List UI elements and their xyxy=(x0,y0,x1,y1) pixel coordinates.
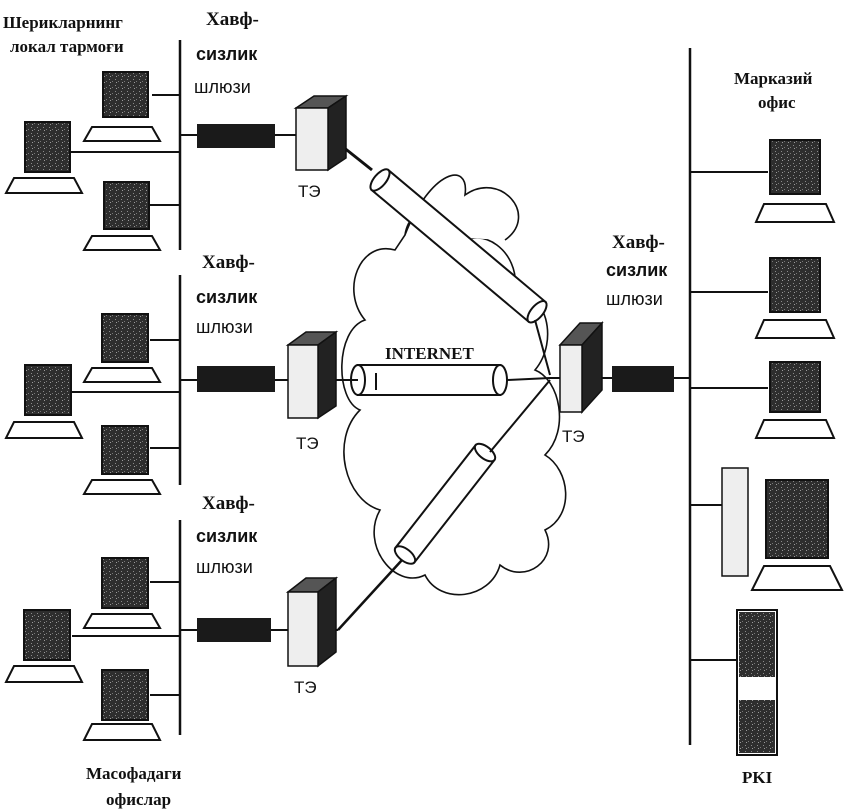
central-office-label-line1: Марказий xyxy=(734,69,813,88)
computer xyxy=(84,558,180,628)
computer xyxy=(690,258,834,338)
partners-lan-label: Шерикларнинг локал тармоғи xyxy=(3,13,124,56)
gateway-central-label: Хавф- сизлик шлюзи xyxy=(606,232,668,309)
gateway-central-label-line3: шлюзи xyxy=(606,289,663,309)
gateway-middle-label: Хавф- сизлик шлюзи xyxy=(196,252,258,337)
server-workstation xyxy=(690,468,842,590)
gateway-bottom-label-line2: сизлик xyxy=(196,526,258,546)
partners-lan-label-line1: Шерикларнинг xyxy=(3,13,123,32)
computer xyxy=(84,182,180,250)
gateway-central-label-line2: сизлик xyxy=(606,260,668,280)
firewall-central-label: ТЭ xyxy=(562,427,585,446)
gateway-bottom-label-line1: Хавф- xyxy=(202,493,255,514)
firewall-middle xyxy=(288,332,336,418)
remote-offices-label-line1: Масофадаги xyxy=(86,764,182,783)
gateway-central xyxy=(602,366,690,392)
gateway-bottom-label: Хавф- сизлик шлюзи xyxy=(196,493,258,577)
gateway-bottom-label-line3: шлюзи xyxy=(196,557,253,577)
computer xyxy=(84,72,180,141)
computer xyxy=(690,140,834,222)
remote-offices-label-line2: офислар xyxy=(106,790,171,809)
computer xyxy=(690,362,834,438)
partners-lan-label-line2: локал тармоғи xyxy=(10,37,124,56)
gateway-middle-label-line2: сизлик xyxy=(196,287,258,307)
remote-offices-label: Масофадаги офислар xyxy=(86,764,182,809)
pki-label: PKI xyxy=(742,768,773,787)
internet-label: INTERNET xyxy=(385,344,474,363)
firewall-bottom xyxy=(288,578,336,666)
firewall-bottom-label: ТЭ xyxy=(294,678,317,697)
firewall-top-label: ТЭ xyxy=(298,182,321,201)
gateway-top-label: Хавф- сизлик шлюзи xyxy=(194,9,259,97)
firewall-middle-label: ТЭ xyxy=(296,434,319,453)
gateway-top-label-line3: шлюзи xyxy=(194,77,251,97)
gateway-top-label-line1: Хавф- xyxy=(206,9,259,30)
computer xyxy=(84,670,180,740)
gateway-top xyxy=(180,124,296,148)
central-office-label-line2: офис xyxy=(758,93,796,112)
gateway-top-label-line2: сизлик xyxy=(196,44,258,64)
gateway-central-label-line1: Хавф- xyxy=(612,232,665,253)
central-office-label: Марказий офис xyxy=(734,69,813,112)
firewall-top xyxy=(296,96,346,170)
gateway-middle-label-line1: Хавф- xyxy=(202,252,255,273)
gateway-middle-label-line3: шлюзи xyxy=(196,317,253,337)
pki-server xyxy=(690,610,777,755)
computer xyxy=(84,314,180,382)
computer xyxy=(84,426,180,494)
